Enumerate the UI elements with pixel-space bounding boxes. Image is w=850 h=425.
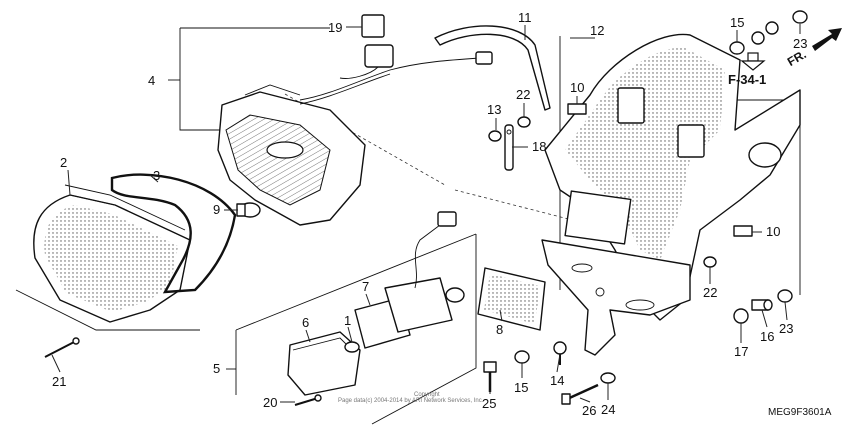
callout-4: 4 xyxy=(148,73,155,88)
copyright-line-1: Copyright xyxy=(414,392,440,398)
assembly-4-outline xyxy=(179,28,222,131)
license-light-lens-6[interactable] xyxy=(287,331,361,396)
collar-set[interactable] xyxy=(751,21,779,45)
grommet-15a[interactable] xyxy=(729,41,745,55)
callout-2: 2 xyxy=(60,155,67,170)
bulb-1[interactable] xyxy=(344,341,360,353)
callout-6: 6 xyxy=(302,315,309,330)
callout-15b: 15 xyxy=(514,380,528,395)
callout-18: 18 xyxy=(532,139,546,154)
callout-3: 3 xyxy=(153,168,160,183)
callout-21: 21 xyxy=(52,374,66,389)
copyright-line-2: Page data(c) 2004-2014 by ARI Network Se… xyxy=(338,398,484,404)
callout-22a: 22 xyxy=(516,87,530,102)
seal-strip-11[interactable] xyxy=(434,25,551,111)
callout-17: 17 xyxy=(734,344,748,359)
screw-21[interactable] xyxy=(44,337,80,358)
callout-10a: 10 xyxy=(570,80,584,95)
callout-23a: 23 xyxy=(793,36,807,51)
grommet-15b[interactable] xyxy=(514,350,530,364)
nut-23a[interactable] xyxy=(792,10,808,24)
reflector-8[interactable] xyxy=(477,267,546,331)
bolt-25[interactable] xyxy=(483,361,497,392)
callout-8: 8 xyxy=(496,322,503,337)
callout-12: 12 xyxy=(590,23,604,38)
bracket-18[interactable] xyxy=(504,124,514,171)
rear-lens-2[interactable] xyxy=(33,184,191,323)
callout-9: 9 xyxy=(213,202,220,217)
cushion-10b[interactable] xyxy=(733,225,753,237)
leader-lines xyxy=(51,24,801,403)
lens-group-outline xyxy=(15,289,200,331)
callout-19: 19 xyxy=(328,20,342,35)
socket-assembly-7[interactable] xyxy=(354,211,465,349)
grommet-13[interactable] xyxy=(488,130,502,142)
callout-26: 26 xyxy=(582,403,596,418)
callout-20: 20 xyxy=(263,395,277,410)
license-bracket[interactable] xyxy=(541,239,691,356)
callout-15a: 15 xyxy=(730,15,744,30)
grommet-17[interactable] xyxy=(733,308,749,324)
nut-22a[interactable] xyxy=(517,116,531,128)
callout-25: 25 xyxy=(482,396,496,411)
bulb-9[interactable] xyxy=(236,202,261,218)
collar-16[interactable] xyxy=(751,299,773,311)
bolt-26[interactable] xyxy=(561,383,599,405)
cushion-10a[interactable] xyxy=(567,103,587,115)
license-light-housing[interactable] xyxy=(564,190,632,245)
callout-labels: 19 11 12 15 23 4 10 13 22 18 2 3 9 10 22… xyxy=(52,10,807,418)
callout-7: 7 xyxy=(362,279,369,294)
callout-24: 24 xyxy=(601,402,615,417)
callout-22b: 22 xyxy=(703,285,717,300)
bolt-14[interactable] xyxy=(553,341,567,365)
tail-light-unit[interactable] xyxy=(217,57,481,226)
callout-1: 1 xyxy=(344,313,351,328)
nut-23b[interactable] xyxy=(777,289,793,303)
nut-22b[interactable] xyxy=(703,256,717,268)
assembly-5-outline xyxy=(371,234,477,425)
callout-11: 11 xyxy=(518,10,532,25)
page-reference[interactable]: F-34-1 xyxy=(728,72,766,87)
callout-5: 5 xyxy=(213,361,220,376)
diagram-code: MEG9F3601A xyxy=(768,407,832,418)
section-reference[interactable]: F-34-1 xyxy=(728,52,766,87)
gasket-3[interactable] xyxy=(110,173,237,294)
callout-16: 16 xyxy=(760,329,774,344)
screw-20[interactable] xyxy=(294,394,322,406)
connector-19[interactable] xyxy=(339,14,493,79)
callout-10b: 10 xyxy=(766,224,780,239)
callout-14: 14 xyxy=(550,373,564,388)
callout-23b: 23 xyxy=(779,321,793,336)
callout-13: 13 xyxy=(487,102,501,117)
washer-24[interactable] xyxy=(600,372,616,384)
